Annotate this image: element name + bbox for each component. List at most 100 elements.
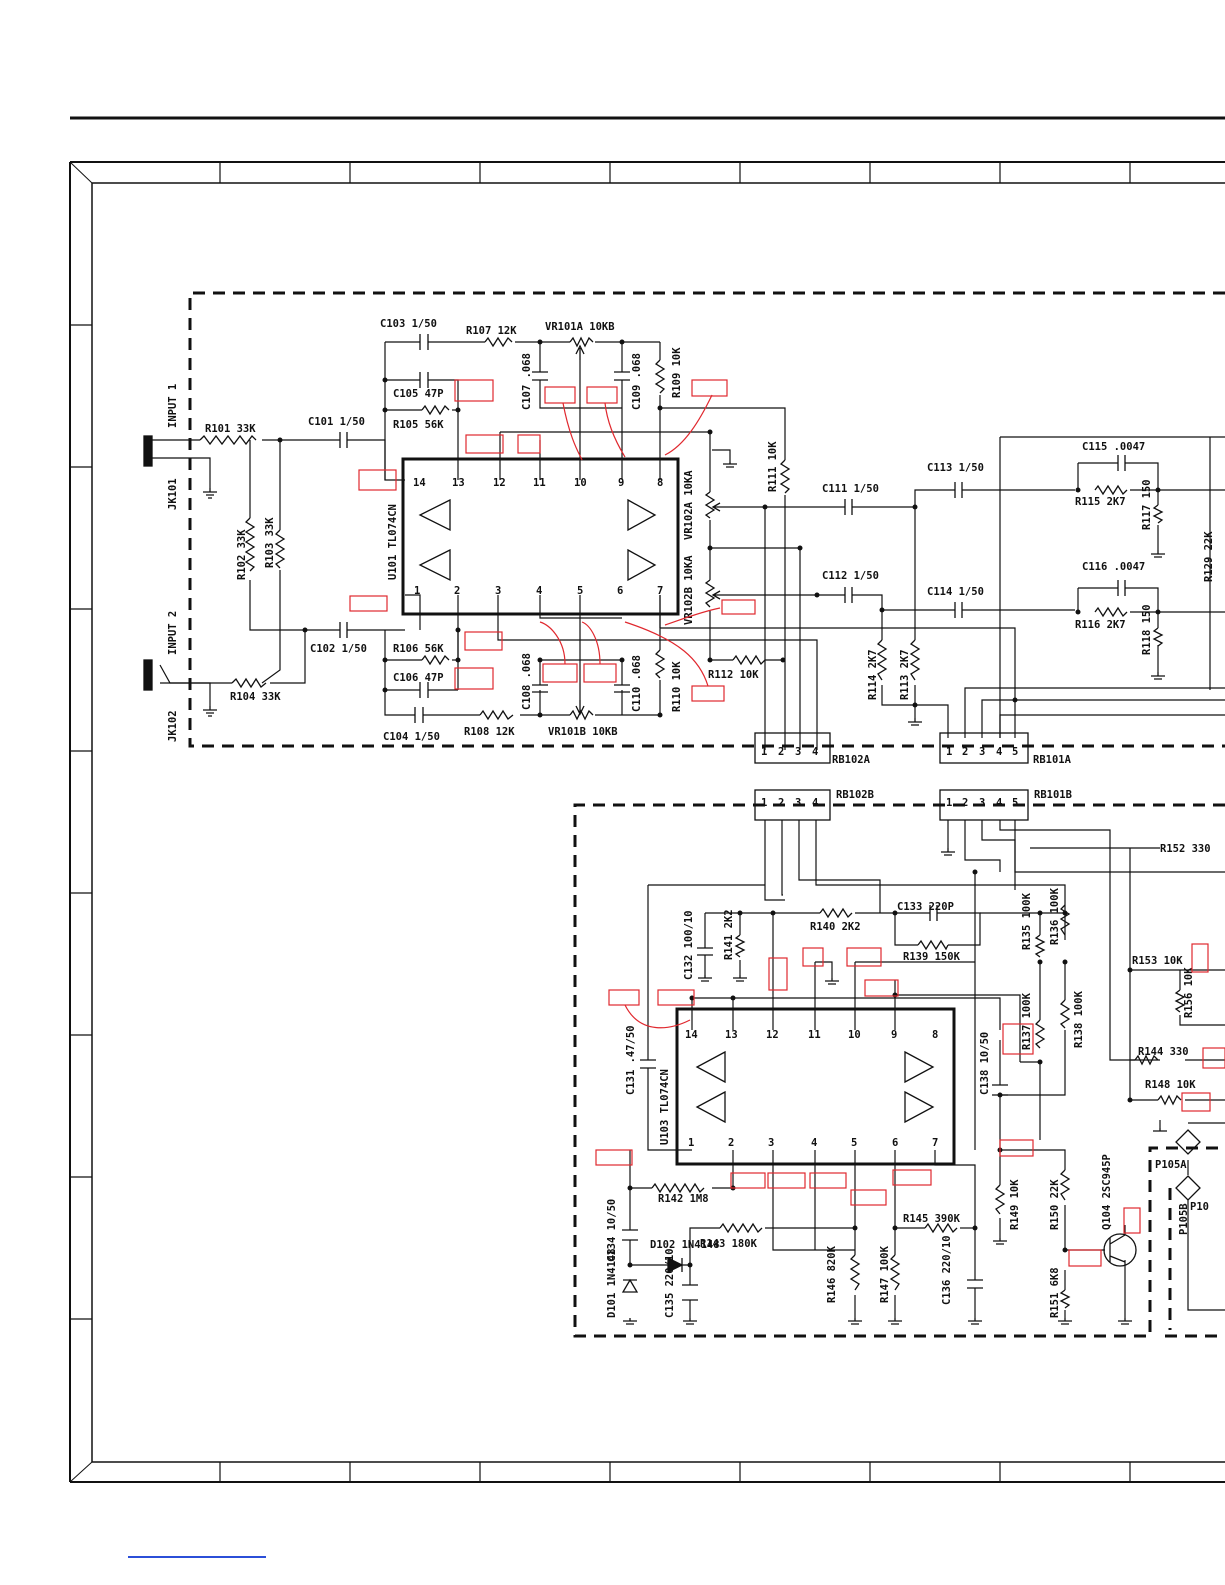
r115-label: R115 2K7 bbox=[1075, 496, 1126, 508]
rb102a-label: RB102A bbox=[832, 754, 871, 766]
vr102b-label: VR102B 10KA bbox=[683, 555, 695, 625]
ic-u103-pin-13: 13 bbox=[725, 1029, 738, 1041]
rb101b-pin-3: 3 bbox=[979, 797, 985, 809]
r113-label: R113 2K7 bbox=[899, 649, 911, 700]
ic-u101-pin-1: 1 bbox=[414, 585, 420, 597]
rb102b-pin-3: 3 bbox=[795, 797, 801, 809]
rb101b-pin-4: 4 bbox=[996, 797, 1002, 809]
c110-label: C110 .068 bbox=[631, 655, 643, 712]
d101-label: D101 1N4148 bbox=[606, 1248, 618, 1318]
ic-u101-pin-9: 9 bbox=[618, 477, 624, 489]
c131-label: C131 .47/50 bbox=[625, 1025, 637, 1095]
rb101a-label: RB101A bbox=[1033, 754, 1072, 766]
c102-label: C102 1/50 bbox=[310, 643, 367, 655]
rb102b-pin-2: 2 bbox=[778, 797, 784, 809]
r106-label: R106 56K bbox=[393, 643, 444, 655]
r112-label: R112 10K bbox=[708, 669, 759, 681]
ic-u103-pin-2: 2 bbox=[728, 1137, 734, 1149]
ic-u103-pin-6: 6 bbox=[892, 1137, 898, 1149]
ic-u103-pin-12: 12 bbox=[766, 1029, 779, 1041]
r135-label: R135 100K bbox=[1021, 892, 1033, 950]
r114-label: R114 2K7 bbox=[867, 649, 879, 700]
rb102b-pin-1: 1 bbox=[761, 797, 767, 809]
rb102b-pin-4: 4 bbox=[812, 797, 818, 809]
r116-label: R116 2K7 bbox=[1075, 619, 1126, 631]
r151-label: R151 6K8 bbox=[1049, 1267, 1061, 1318]
r105-label: R105 56K bbox=[393, 419, 444, 431]
r103-label: R103 33K bbox=[264, 517, 276, 568]
junctions-top bbox=[277, 339, 1161, 718]
ic-u101-body bbox=[401, 457, 680, 616]
r101-label: R101 33K bbox=[205, 423, 256, 435]
c111-label: C111 1/50 bbox=[822, 483, 879, 495]
ic-u103-pin-3: 3 bbox=[768, 1137, 774, 1149]
r117-label: R117 150 bbox=[1141, 479, 1153, 530]
ic-u101-label: U101 TL074CN bbox=[387, 504, 399, 580]
r129-label: R129 22K bbox=[1203, 531, 1215, 582]
r104-label: R104 33K bbox=[230, 691, 281, 703]
section-borders bbox=[188, 291, 1225, 1338]
rb101b-pin-5: 5 bbox=[1012, 797, 1018, 809]
ic-u101-pin-14: 14 bbox=[413, 477, 426, 489]
connector-rb101a: 1 2 3 4 5 RB101A bbox=[939, 732, 1072, 766]
rb102a-pin-4: 4 bbox=[812, 746, 818, 758]
ic-u101-pin-10: 10 bbox=[574, 477, 587, 489]
r139-label: R139 150K bbox=[903, 951, 961, 963]
ic-u101-pin-6: 6 bbox=[617, 585, 623, 597]
c101-label: C101 1/50 bbox=[308, 416, 365, 428]
ic-u101-pin-8: 8 bbox=[657, 477, 663, 489]
ic-u101-pins: 14 13 12 11 10 9 8 1 2 3 4 5 6 7 bbox=[413, 477, 663, 597]
ic-u103-pin-8: 8 bbox=[932, 1029, 938, 1041]
bottom-components bbox=[621, 848, 1201, 1325]
input-1-label: INPUT 1 bbox=[167, 384, 179, 428]
ic-u101-pin-13: 13 bbox=[452, 477, 465, 489]
r146-label: R146 820K bbox=[826, 1245, 838, 1303]
r138-label: R138 100K bbox=[1073, 990, 1085, 1048]
c104-label: C104 1/50 bbox=[383, 731, 440, 743]
ic-u101-pin-2: 2 bbox=[454, 585, 460, 597]
rb101b-pin-2: 2 bbox=[962, 797, 968, 809]
ic-u103-label: U103 TL074CN bbox=[659, 1069, 671, 1145]
r107-label: R107 12K bbox=[466, 325, 517, 337]
rb101b-label: RB101B bbox=[1034, 789, 1072, 801]
c108-label: C108 .068 bbox=[521, 653, 533, 710]
connector-rb101b: 1 2 3 4 5 RB101B bbox=[939, 789, 1072, 821]
r102-label: R102 33K bbox=[236, 529, 248, 580]
c115-label: C115 .0047 bbox=[1082, 441, 1145, 453]
vr102a-label: VR102A 10KA bbox=[683, 470, 695, 540]
jk101-label: JK101 bbox=[167, 478, 179, 510]
c106-label: C106 47P bbox=[393, 672, 444, 684]
c112-label: C112 1/50 bbox=[822, 570, 879, 582]
r110-label: R110 10K bbox=[671, 661, 683, 712]
p105b-label: P105B bbox=[1178, 1203, 1190, 1235]
ic-u101-pin-12: 12 bbox=[493, 477, 506, 489]
ic-u103-pin-10: 10 bbox=[848, 1029, 861, 1041]
r108-label: R108 12K bbox=[464, 726, 515, 738]
drawing-frame bbox=[69, 161, 1225, 1483]
ic-u103-body bbox=[675, 1007, 956, 1166]
r142-label: R142 1M8 bbox=[658, 1193, 709, 1205]
rb101b-pin-1: 1 bbox=[946, 797, 952, 809]
vr101b-label: VR101B 10KB bbox=[548, 726, 618, 738]
labels-top: INPUT 1 INPUT 2 JK101 JK102 R101 33K R10… bbox=[167, 318, 1215, 743]
connector-rb102a: 1 2 3 4 RB102A bbox=[754, 732, 871, 766]
ic-u103-pin-14: 14 bbox=[685, 1029, 698, 1041]
c116-label: C116 .0047 bbox=[1082, 561, 1145, 573]
r153-label: R153 10K bbox=[1132, 955, 1183, 967]
r111-label: R111 10K bbox=[767, 441, 779, 492]
labels-bottom: C131 .47/50 C132 100/10 R141 2K2 R140 2K… bbox=[606, 843, 1211, 1318]
rb102b-label: RB102B bbox=[836, 789, 874, 801]
rb101a-pin-4: 4 bbox=[996, 746, 1002, 758]
r118-label: R118 150 bbox=[1141, 604, 1153, 655]
r147-label: R147 100K bbox=[879, 1245, 891, 1303]
ic-u103-pin-9: 9 bbox=[891, 1029, 897, 1041]
rb102a-pin-3: 3 bbox=[795, 746, 801, 758]
c114-label: C114 1/50 bbox=[927, 586, 984, 598]
footer-link-underline[interactable] bbox=[128, 1556, 266, 1558]
rb102a-pin-1: 1 bbox=[761, 746, 767, 758]
top-components bbox=[143, 334, 1165, 726]
input-2-label: INPUT 2 bbox=[167, 611, 179, 655]
r156-label: R156 10K bbox=[1183, 967, 1195, 1018]
ic-u101-pin-7: 7 bbox=[657, 585, 663, 597]
